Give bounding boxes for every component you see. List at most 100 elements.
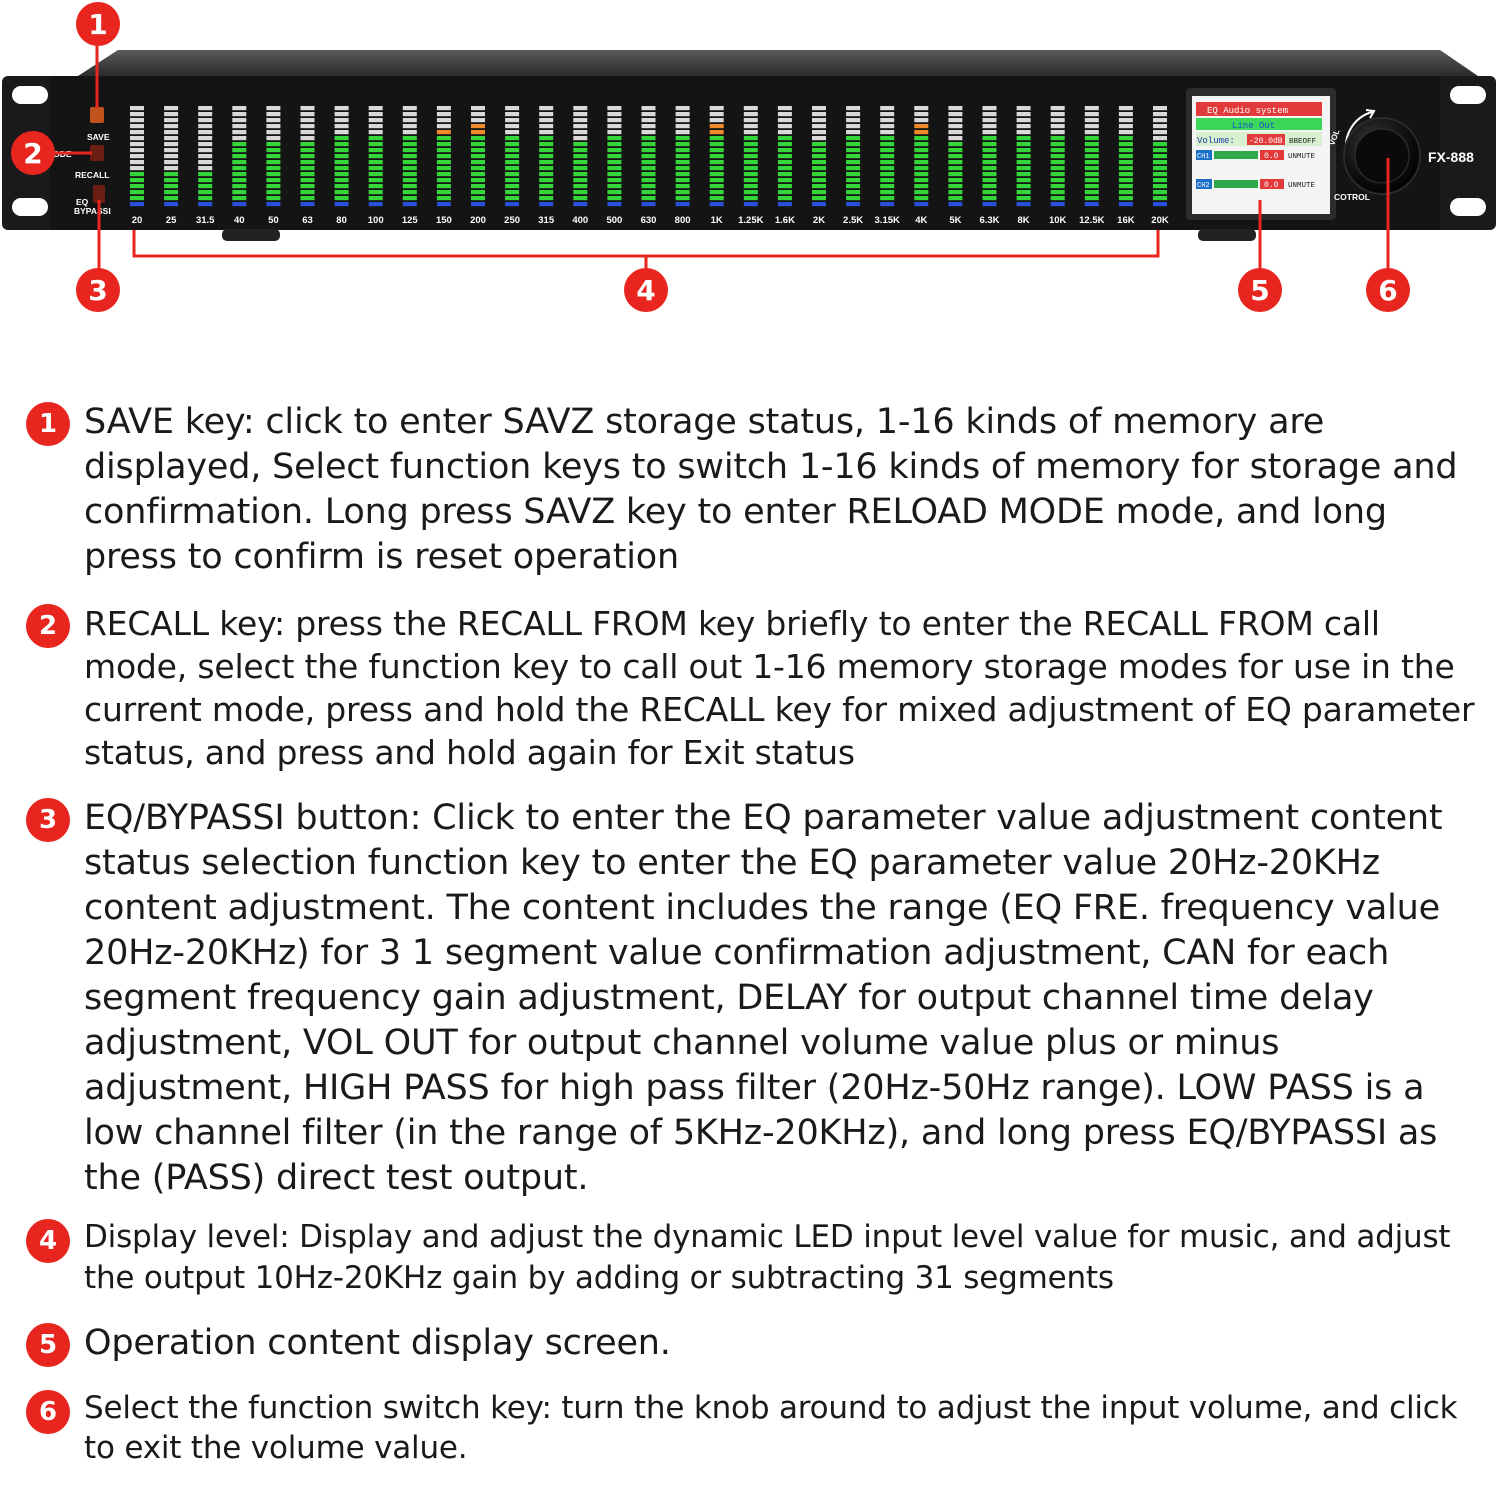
led-segment: [402, 154, 417, 159]
led-segment: [368, 130, 383, 135]
frequency-label: 150: [436, 215, 452, 226]
led-segment: [1153, 136, 1167, 141]
frequency-label: 1.25K: [738, 215, 763, 226]
led-segment: [300, 160, 315, 165]
led-segment: [1153, 124, 1167, 129]
led-segment: [130, 190, 144, 195]
led-segment: [232, 166, 247, 171]
led-segment: [607, 124, 622, 129]
led-segment: [709, 196, 724, 201]
led-segment: [436, 148, 451, 153]
led-segment: [914, 160, 929, 165]
led-segment: [743, 202, 758, 207]
led-segment: [300, 148, 315, 153]
led-segment: [436, 160, 451, 165]
led-segment: [266, 118, 281, 123]
led-segment: [232, 190, 247, 195]
led-segment: [505, 196, 520, 201]
led-segment: [436, 142, 451, 147]
led-segment: [1050, 166, 1065, 171]
callout-1: 1: [76, 2, 120, 46]
led-segment: [675, 172, 690, 177]
led-segment: [641, 112, 656, 117]
led-segment: [743, 160, 758, 165]
led-segment: [368, 112, 383, 117]
led-segment: [846, 136, 861, 141]
save-button[interactable]: [90, 107, 104, 123]
led-segment: [914, 124, 929, 129]
led-segment: [232, 130, 247, 135]
led-segment: [334, 172, 349, 177]
led-segment: [539, 118, 554, 123]
led-segment: [846, 166, 861, 171]
frequency-label: 800: [675, 215, 691, 226]
led-segment: [846, 148, 861, 153]
led-segment: [334, 112, 349, 117]
led-segment: [641, 184, 656, 189]
led-meter-column: 125: [402, 106, 418, 226]
led-segment: [1084, 160, 1099, 165]
led-segment: [573, 184, 588, 189]
led-segment: [266, 166, 281, 171]
led-segment: [1118, 190, 1133, 195]
led-segment: [1118, 124, 1133, 129]
led-segment: [777, 184, 792, 189]
led-segment: [880, 166, 895, 171]
led-segment: [1084, 172, 1099, 177]
led-segment: [914, 166, 929, 171]
led-segment: [880, 178, 895, 183]
lcd-ch2-label-box: [1196, 179, 1212, 189]
led-segment: [266, 136, 281, 141]
led-segment: [641, 124, 656, 129]
led-segment: [573, 142, 588, 147]
led-segment: [539, 178, 554, 183]
led-segment: [539, 172, 554, 177]
led-segment: [914, 184, 929, 189]
led-segment: [914, 178, 929, 183]
led-segment: [436, 172, 451, 177]
recall-button[interactable]: [90, 145, 104, 161]
led-segment: [1016, 196, 1031, 201]
lcd-ch1-status: UNMUTE: [1288, 153, 1316, 161]
led-segment: [1084, 130, 1099, 135]
led-segment: [130, 118, 144, 123]
led-segment: [1016, 112, 1031, 117]
led-segment: [1118, 148, 1133, 153]
led-segment: [334, 130, 349, 135]
led-segment: [948, 160, 963, 165]
led-segment: [1118, 136, 1133, 141]
led-segment: [232, 184, 247, 189]
led-meter-column: 630: [641, 106, 656, 226]
led-segment: [130, 130, 144, 135]
led-segment: [914, 190, 929, 195]
led-segment: [573, 166, 588, 171]
eq-bypass-button[interactable]: [93, 185, 105, 203]
led-segment: [982, 196, 997, 201]
led-segment: [709, 172, 724, 177]
led-segment: [1118, 166, 1133, 171]
led-segment: [164, 142, 179, 147]
led-meter-column: 400: [572, 106, 588, 226]
description-badge: 3: [26, 798, 70, 842]
callout-2: 2: [11, 131, 55, 175]
led-segment: [130, 184, 144, 189]
led-segment: [539, 184, 554, 189]
led-segment: [198, 142, 213, 147]
led-segment: [709, 166, 724, 171]
led-segment: [812, 196, 826, 201]
led-segment: [1084, 184, 1099, 189]
led-meter-column: 20K: [1151, 106, 1169, 226]
led-segment: [164, 190, 179, 195]
led-segment: [471, 106, 485, 111]
led-segment: [1016, 190, 1031, 195]
led-segment: [402, 184, 417, 189]
led-segment: [1084, 178, 1099, 183]
led-meter-column: 250: [504, 106, 520, 226]
led-segment: [812, 172, 826, 177]
led-segment: [471, 124, 485, 129]
led-segment: [266, 124, 281, 129]
led-segment: [709, 106, 724, 111]
led-segment: [402, 202, 417, 207]
led-segment: [198, 130, 213, 135]
